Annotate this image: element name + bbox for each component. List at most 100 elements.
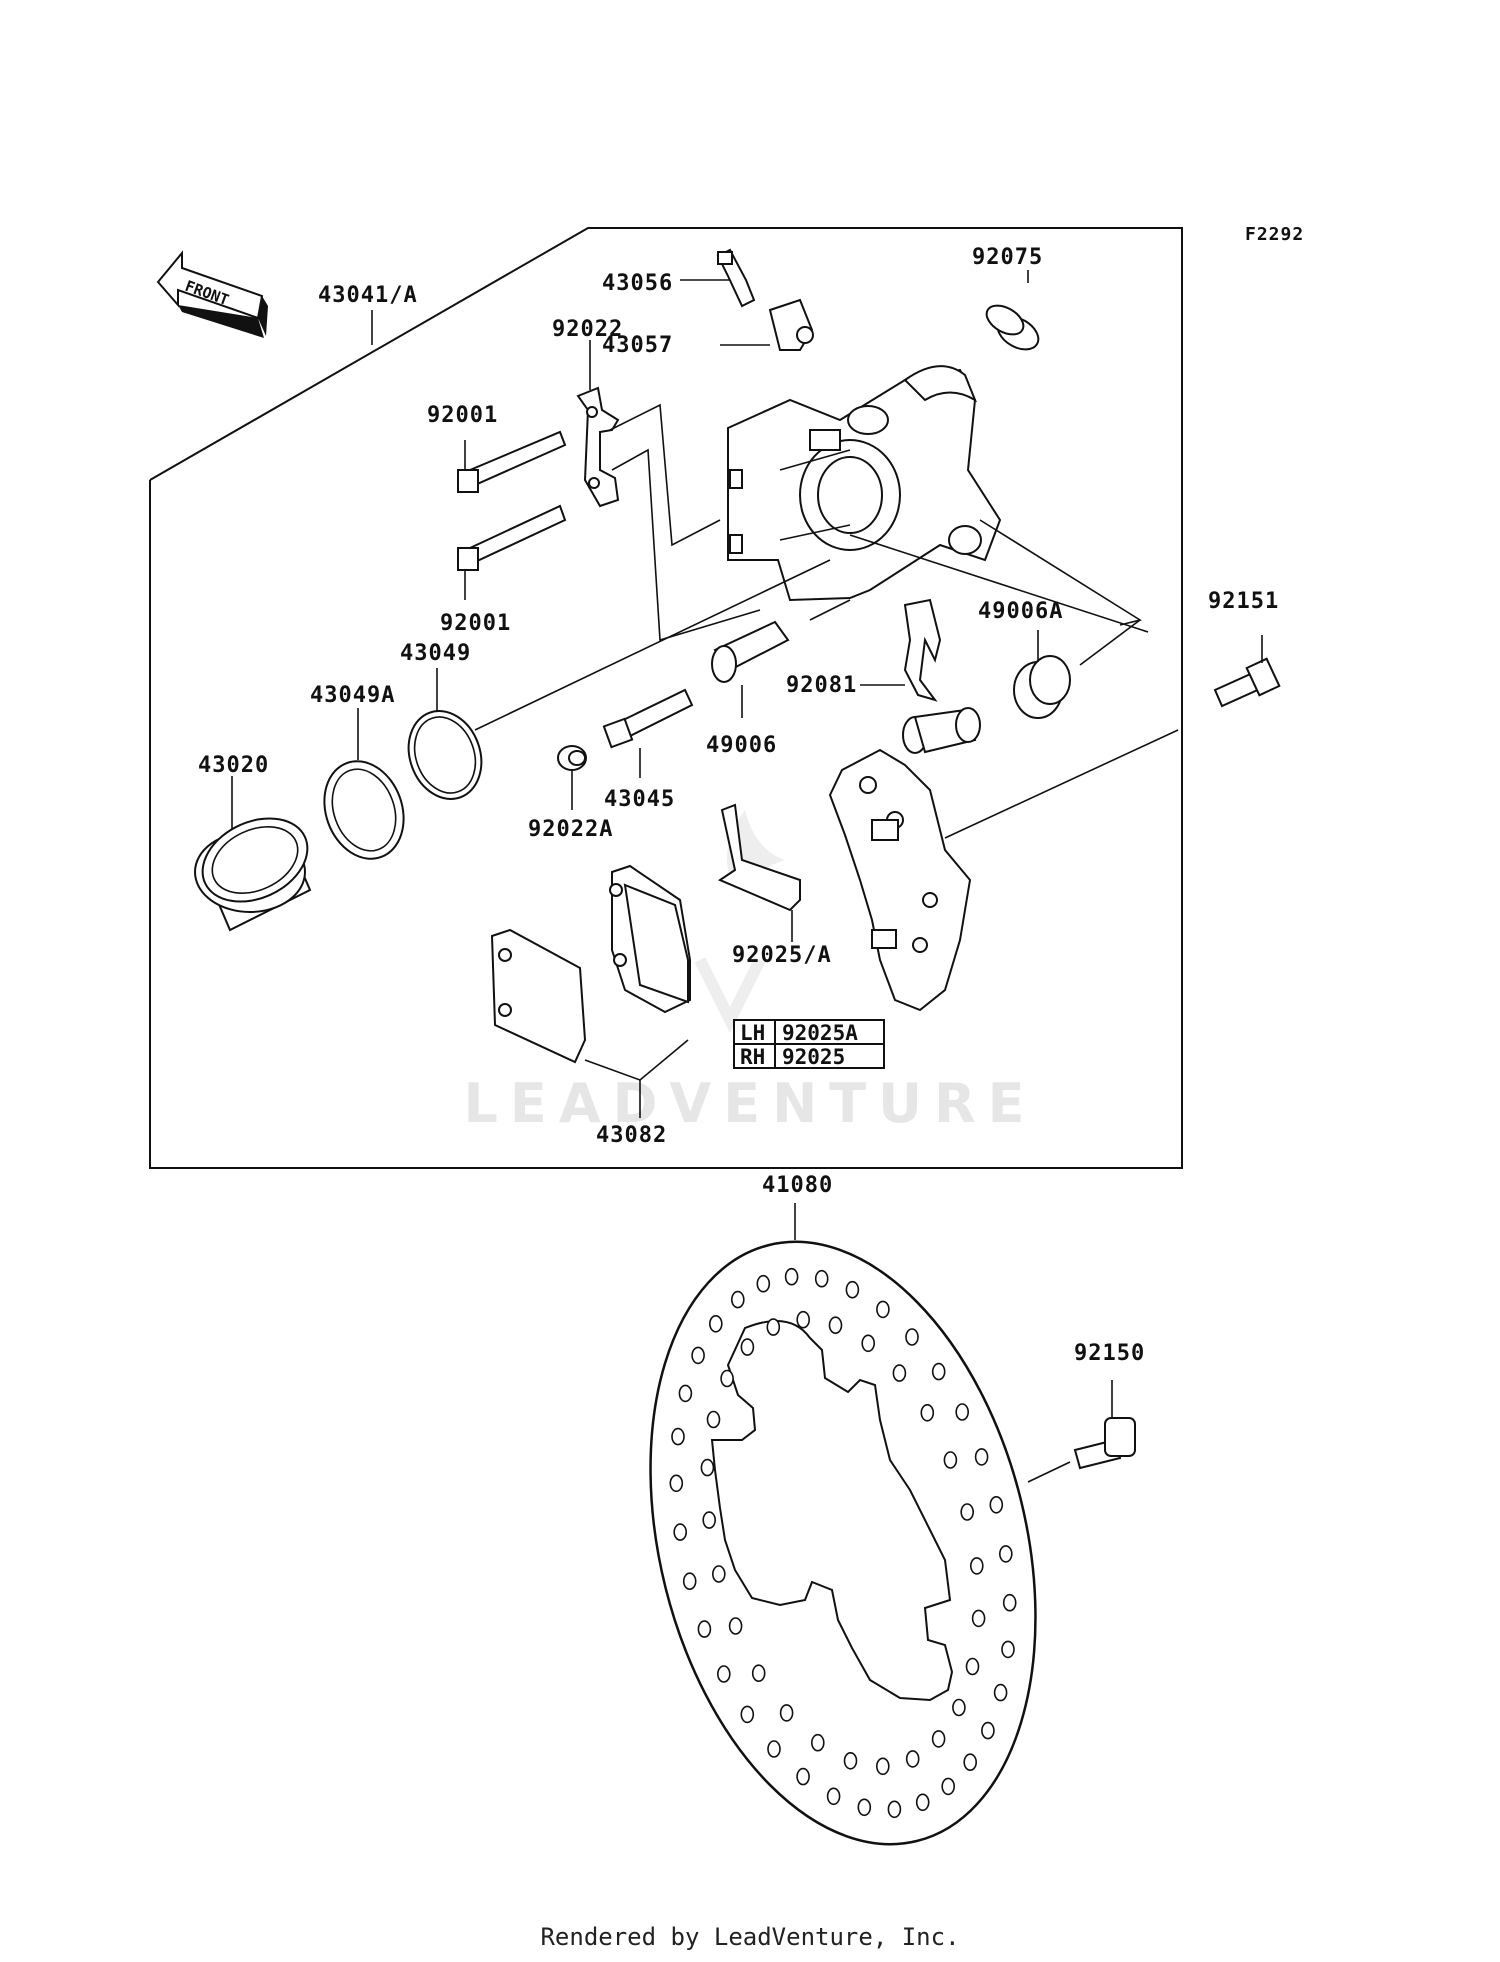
disc-hole (682, 1572, 697, 1590)
disc-hole (955, 1403, 970, 1421)
disc-hole (1001, 1640, 1015, 1659)
disc-hole (941, 1777, 956, 1796)
disc-hole (702, 1511, 717, 1529)
plate-92022 (576, 340, 620, 508)
disc-hole (861, 1334, 876, 1353)
bolt-92001-lower (457, 504, 567, 600)
part-labels: 43041/A 43056 43057 92075 92022 92001 92… (198, 245, 1278, 1366)
label-92081: 92081 (786, 673, 857, 698)
side-table: LH 92025A RH 92025 (733, 1019, 885, 1069)
disc-hole (845, 1280, 860, 1299)
disc-hole (740, 1338, 755, 1356)
bleeder-valve-43056 (680, 248, 756, 308)
disc-holes (669, 1267, 1017, 1819)
bolt-92151 (1213, 635, 1281, 708)
pad-rear (609, 864, 691, 1014)
watermark-text: LEADVENTURE (464, 1072, 1037, 1135)
disc-hole (706, 1410, 721, 1429)
seal-43049a (323, 708, 405, 860)
table-part-lh: 92025A (782, 1021, 858, 1045)
disc-hole (708, 1315, 723, 1333)
disc-hole (691, 1346, 705, 1365)
disc-hole (730, 1290, 745, 1309)
disc-hole (669, 1474, 684, 1493)
disc-hole (905, 1750, 920, 1768)
label-49006: 49006 (706, 733, 777, 758)
bolt-92001-upper (457, 430, 567, 493)
label-92022a: 92022A (528, 817, 613, 842)
disc-hole (960, 1503, 975, 1521)
disc-hole (1002, 1593, 1017, 1612)
disc-hole (892, 1364, 907, 1382)
disc-hole (974, 1448, 989, 1466)
label-92001-lower: 92001 (440, 611, 511, 636)
disc-hole (989, 1496, 1004, 1514)
label-43056: 43056 (602, 271, 673, 296)
disc-hole (740, 1705, 755, 1724)
disc-hole (963, 1753, 978, 1771)
front-arrow-icon: FRONT (156, 250, 268, 338)
label-92075: 92075 (972, 245, 1043, 270)
disc-hole (931, 1730, 946, 1748)
disc-hole (767, 1740, 781, 1758)
disc-hole (915, 1793, 930, 1812)
disc-hole (766, 1318, 781, 1336)
boot-92075 (985, 270, 1040, 351)
disc-hole (998, 1545, 1013, 1563)
disc-hole (678, 1384, 693, 1403)
ring-92022a (557, 745, 587, 810)
disc-hole (810, 1733, 825, 1752)
disc-hole (697, 1620, 712, 1638)
caliper-bracket (828, 707, 981, 1012)
disc-hole (971, 1609, 986, 1628)
disc-hole (969, 1557, 984, 1575)
disc-hole (920, 1404, 935, 1422)
disc-hole (796, 1310, 811, 1329)
disc-hole (720, 1369, 734, 1388)
pointer-lines (369, 403, 1179, 850)
watermark: LEADVENTURE (464, 810, 1037, 1135)
disc-hole (756, 1274, 771, 1293)
disc-hole (728, 1617, 743, 1635)
boot-49006a (1013, 630, 1071, 719)
label-92025a: 92025/A (732, 943, 832, 968)
bleeder-cap-43057 (720, 298, 814, 351)
disc-hole (828, 1316, 843, 1334)
label-49006a: 49006A (978, 599, 1063, 624)
disc-hole (943, 1451, 958, 1469)
disc-hole (875, 1757, 890, 1776)
disc-hole (751, 1664, 766, 1682)
pad-front (490, 928, 587, 1064)
label-43049: 43049 (400, 641, 471, 666)
label-92001-upper: 92001 (427, 403, 498, 428)
bolt-92150 (1027, 1380, 1136, 1483)
label-43041a: 43041/A (318, 283, 418, 308)
label-92150: 92150 (1074, 1341, 1145, 1366)
disc-hole (826, 1787, 841, 1806)
disc-hole (876, 1300, 890, 1319)
spring-92081 (860, 598, 942, 702)
pin-49006 (711, 620, 790, 718)
label-43049a: 43049A (310, 683, 395, 708)
disc-hole (700, 1458, 715, 1477)
disc-hole (711, 1565, 726, 1583)
table-side-rh: RH (740, 1045, 765, 1069)
label-43082: 43082 (596, 1123, 667, 1148)
caliper-body (727, 365, 1002, 602)
label-43057: 43057 (602, 333, 673, 358)
label-43020: 43020 (198, 753, 269, 778)
label-43045: 43045 (604, 787, 675, 812)
disc-hole (952, 1698, 966, 1717)
disc-hole (671, 1427, 685, 1446)
table-part-rh: 92025 (782, 1045, 845, 1069)
label-92022: 92022 (552, 317, 623, 342)
disc-hole (796, 1767, 810, 1786)
seal-43049 (407, 668, 483, 800)
disc-hole (981, 1721, 995, 1740)
disc-hole (673, 1523, 688, 1541)
disc-hole (784, 1267, 799, 1286)
disc-hole (905, 1328, 919, 1346)
disc-hole (716, 1665, 731, 1683)
figure-code: F2292 (1245, 224, 1304, 245)
